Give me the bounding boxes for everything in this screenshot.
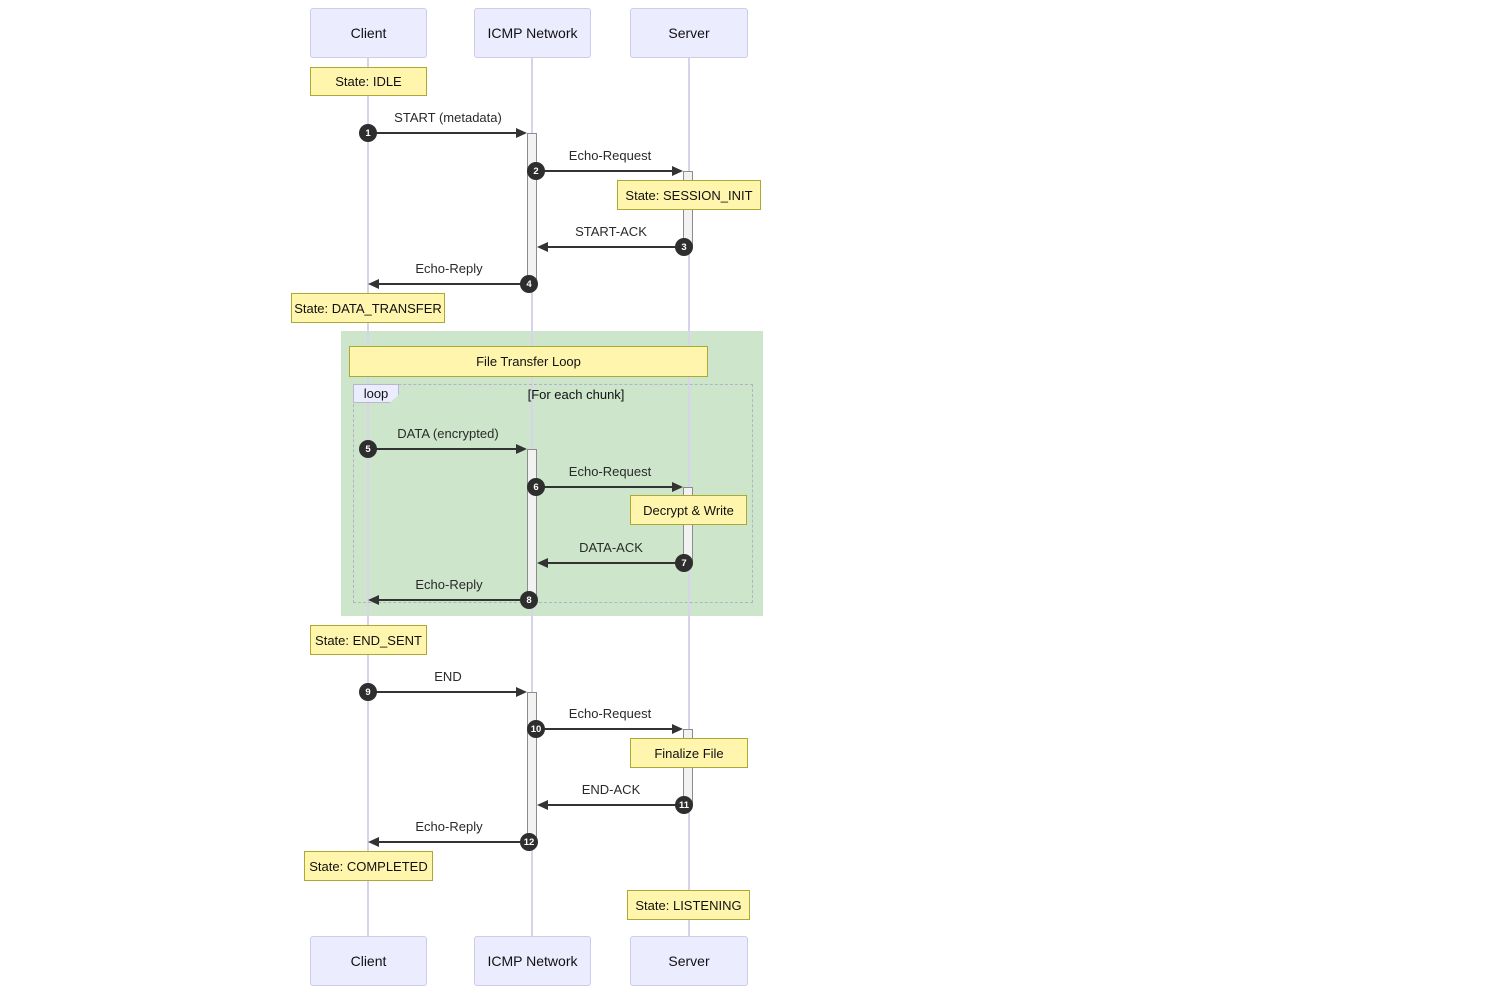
note-finalize-file: Finalize File (630, 738, 748, 768)
arrowhead-icon (537, 242, 548, 252)
sequence-number-2: 2 (527, 162, 545, 180)
message-7-label: DATA-ACK (579, 540, 643, 555)
message-6-label: Echo-Request (568, 464, 652, 479)
sequence-number-5: 5 (359, 440, 377, 458)
sequence-number-3: 3 (675, 238, 693, 256)
message-6-line (537, 486, 674, 488)
sequence-number-8: 8 (520, 591, 538, 609)
loop-tag: loop (353, 384, 399, 403)
message-2-label: Echo-Request (568, 148, 652, 163)
message-8-label: Echo-Reply (415, 577, 483, 592)
arrowhead-icon (368, 595, 379, 605)
message-5-label: DATA (encrypted) (397, 426, 499, 441)
message-1-line (368, 132, 518, 134)
sequence-number-6: 6 (527, 478, 545, 496)
message-11-line (546, 804, 683, 806)
loop-background (341, 331, 763, 616)
sequence-number-7: 7 (675, 554, 693, 572)
message-3-line (546, 246, 683, 248)
arrowhead-icon (368, 279, 379, 289)
note-state-completed: State: COMPLETED (304, 851, 433, 881)
loop-frame (353, 384, 753, 603)
arrowhead-icon (516, 444, 527, 454)
message-12-label: Echo-Reply (415, 819, 483, 834)
arrowhead-icon (672, 482, 683, 492)
actor-top-client: Client (310, 8, 427, 58)
message-1-label: START (metadata) (394, 110, 502, 125)
note-decrypt-write: Decrypt & Write (630, 495, 747, 525)
message-10-label: Echo-Request (568, 706, 652, 721)
note-loop-title: File Transfer Loop (349, 346, 708, 377)
arrowhead-icon (516, 128, 527, 138)
arrowhead-icon (537, 800, 548, 810)
arrowhead-icon (516, 687, 527, 697)
note-state-idle: State: IDLE (310, 67, 427, 96)
sequence-number-9: 9 (359, 683, 377, 701)
lifeline-client (367, 58, 369, 936)
sequence-number-4: 4 (520, 275, 538, 293)
message-10-line (537, 728, 674, 730)
note-state-listening: State: LISTENING (627, 890, 750, 920)
actor-bottom-server: Server (630, 936, 748, 986)
sequence-number-1: 1 (359, 124, 377, 142)
message-9-line (368, 691, 518, 693)
message-4-line (377, 283, 527, 285)
message-5-line (368, 448, 518, 450)
message-12-line (377, 841, 527, 843)
sequence-number-10: 10 (527, 720, 545, 738)
arrowhead-icon (368, 837, 379, 847)
message-2-line (537, 170, 674, 172)
actor-top-server: Server (630, 8, 748, 58)
note-state-data-transfer: State: DATA_TRANSFER (291, 293, 445, 323)
message-3-label: START-ACK (575, 224, 647, 239)
arrowhead-icon (672, 166, 683, 176)
sequence-number-11: 11 (675, 796, 693, 814)
note-state-session-init: State: SESSION_INIT (617, 180, 761, 210)
note-state-end-sent: State: END_SENT (310, 625, 427, 655)
message-7-line (546, 562, 683, 564)
message-11-label: END-ACK (581, 782, 641, 797)
message-4-label: Echo-Reply (415, 261, 483, 276)
sequence-number-12: 12 (520, 833, 538, 851)
actor-top-icmp-network: ICMP Network (474, 8, 591, 58)
arrowhead-icon (537, 558, 548, 568)
message-9-label: END (434, 669, 462, 684)
arrowhead-icon (672, 724, 683, 734)
message-8-line (377, 599, 527, 601)
actor-bottom-icmp-network: ICMP Network (474, 936, 591, 986)
actor-bottom-client: Client (310, 936, 427, 986)
loop-condition-label: [For each chunk] (527, 387, 625, 402)
